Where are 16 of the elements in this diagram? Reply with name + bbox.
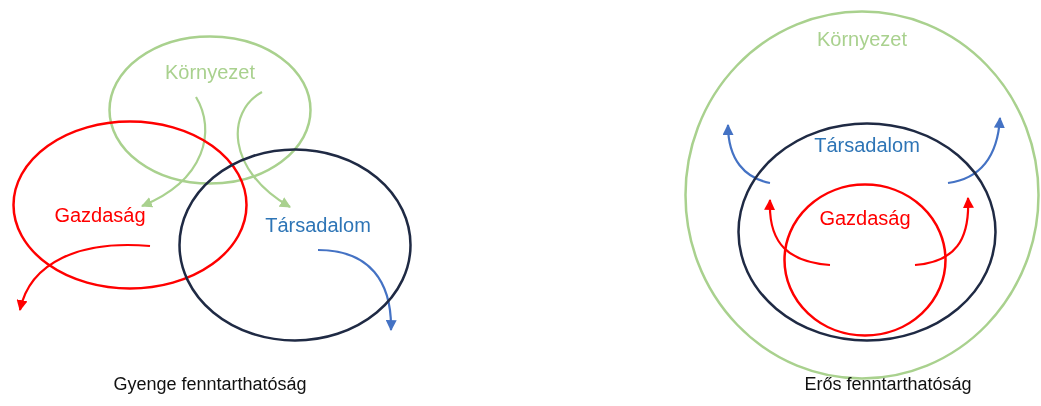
set-label: Gazdaság <box>819 207 911 229</box>
curved-arrow <box>722 123 771 185</box>
set-label: Társadalom <box>265 214 371 236</box>
curved-arrow <box>947 116 1005 185</box>
set-label: Környezet <box>816 28 908 50</box>
curved-arrow <box>764 198 831 267</box>
caption-text: Erős fenntarthatóság <box>804 374 972 395</box>
curved-arrow <box>317 248 397 332</box>
curved-arrow <box>914 196 974 267</box>
set-label: Környezet <box>164 61 256 83</box>
curved-arrow <box>236 91 291 208</box>
curved-arrow <box>17 244 151 312</box>
caption-text: Gyenge fenntarthatóság <box>113 374 307 395</box>
curved-arrow <box>141 96 207 207</box>
set-label: Gazdaság <box>54 204 146 226</box>
set-label: Társadalom <box>814 134 920 156</box>
